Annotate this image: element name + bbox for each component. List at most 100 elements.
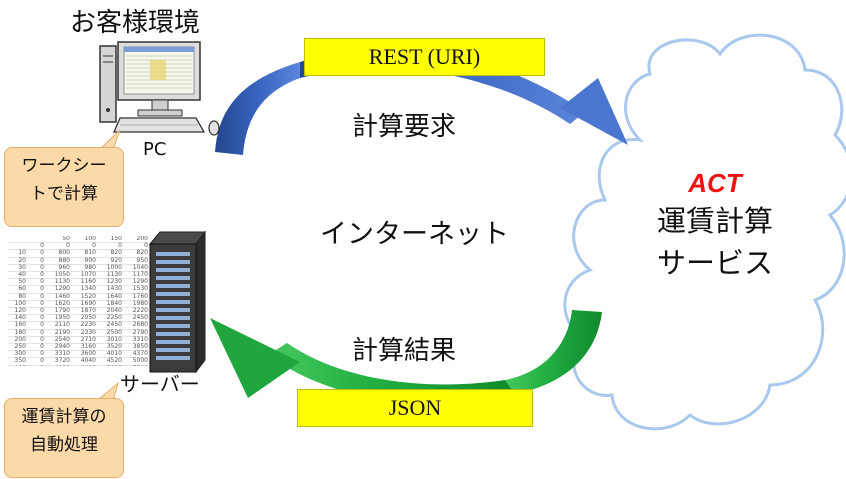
rest-uri-label: REST (URI) <box>304 38 545 76</box>
sheet-cell: 1430 <box>96 286 122 294</box>
sheet-cell: 60 <box>8 286 26 294</box>
result-arrow <box>210 310 602 403</box>
sheet-cell: 2710 <box>70 336 96 345</box>
sheet-cell: 0 <box>26 336 44 345</box>
sheet-cell: 1290 <box>122 279 148 287</box>
sheet-cell: 1130 <box>44 279 70 287</box>
sheet-cell: 0 <box>122 243 148 251</box>
sheet-cell: 160 <box>8 322 26 330</box>
service-line1: 運賃計算 <box>656 204 773 238</box>
sheet-cell: 10 <box>8 250 26 258</box>
sheet-cell: 80 <box>8 293 26 301</box>
sheet-cell: 1530 <box>122 286 148 294</box>
sheet-cell: 1520 <box>70 293 96 301</box>
sheet-cell: 1170 <box>122 271 148 280</box>
worksheet-callout: ワークシー トで計算 <box>4 147 124 227</box>
sheet-cell: 0 <box>26 307 44 316</box>
sheet-cell: 1340 <box>70 286 96 294</box>
sheet-cell: 0 <box>26 322 44 330</box>
sheet-cell: 0 <box>96 243 122 251</box>
sheet-cell: 3010 <box>96 336 122 345</box>
sheet-cell: 200 <box>8 336 26 345</box>
sheet-cell: 950 <box>122 257 148 265</box>
sheet-cell: 150 <box>96 236 122 244</box>
json-label: JSON <box>297 389 533 427</box>
sheet-cell: 980 <box>70 264 96 273</box>
sheet-cell: 880 <box>44 257 70 265</box>
sheet-cell: 0 <box>44 243 70 251</box>
sheet-cell: 0 <box>26 329 44 337</box>
sheet-cell: 960 <box>44 264 70 273</box>
sheet-cell: 350 <box>8 358 26 366</box>
sheet-cell: 0 <box>26 250 44 258</box>
sheet-cell: 3600 <box>70 351 96 359</box>
sheet-cell: 2940 <box>44 343 70 352</box>
sheet-cell: 0 <box>26 315 44 323</box>
calc-request-label: 計算要求 <box>352 112 457 142</box>
sheet-cell: 2540 <box>44 336 70 345</box>
sheet-cell: 20 <box>8 257 26 265</box>
sheet-cell: 40 <box>8 271 26 280</box>
sheet-cell <box>26 236 44 244</box>
sheet-cell: 1640 <box>96 293 122 301</box>
sheet-cell: 1000 <box>96 264 122 273</box>
sheet-cell: 0 <box>26 358 44 366</box>
sheet-cell: 0 <box>26 300 44 309</box>
sheet-cell: 2190 <box>44 329 70 337</box>
sheet-cell: 50 <box>8 279 26 287</box>
sheet-cell: 820 <box>96 250 122 258</box>
sheet-cell: 0 <box>26 286 44 294</box>
automation-callout-line1: 運賃計算の <box>21 407 107 427</box>
sheet-cell: 140 <box>8 315 26 323</box>
sheet-cell: 0 <box>26 293 44 301</box>
sheet-cell: 820 <box>122 250 148 258</box>
sheet-cell: 3160 <box>70 343 96 352</box>
sheet-cell: 2220 <box>122 307 148 316</box>
sheet-cell: 250 <box>8 343 26 352</box>
sheet-cell: 920 <box>96 257 122 265</box>
sheet-cell: 0 <box>26 271 44 280</box>
sheet-cell: 30 <box>8 264 26 273</box>
act-service-text: ACT 運賃計算 サービス <box>640 166 790 284</box>
sheet-cell: 800 <box>44 250 70 258</box>
sheet-cell: 120 <box>8 307 26 316</box>
sheet-cell: 3310 <box>44 351 70 359</box>
automation-callout-line2: 自動処理 <box>30 435 98 455</box>
sheet-cell: 4370 <box>122 351 148 359</box>
pc-label: PC <box>143 139 167 160</box>
sheet-cell: 1070 <box>70 271 96 280</box>
worksheet-callout-line1: ワークシー <box>21 156 107 176</box>
sheet-cell: 100 <box>8 300 26 309</box>
sheet-cell: 1790 <box>44 307 70 316</box>
pc-monitor <box>117 41 201 117</box>
sheet-cell: 810 <box>70 250 96 258</box>
sheet-cell: 0 <box>70 243 96 251</box>
sheet-cell: 1620 <box>44 300 70 309</box>
calc-result-label: 計算結果 <box>352 336 457 366</box>
sheet-cell: 1950 <box>44 315 70 323</box>
sheet-cell: 2500 <box>96 329 122 337</box>
sheet-cell: 2050 <box>70 315 96 323</box>
sheet-cell: 0 <box>26 351 44 359</box>
sheet-cell: 50 <box>44 236 70 244</box>
sheet-cell: 4520 <box>96 358 122 366</box>
worksheet-callout-line2: トで計算 <box>30 184 98 204</box>
sheet-cell: 1040 <box>122 264 148 273</box>
cloud-shape <box>563 33 846 431</box>
sheet-cell: 200 <box>122 236 148 244</box>
sheet-cell: 0 <box>26 343 44 352</box>
